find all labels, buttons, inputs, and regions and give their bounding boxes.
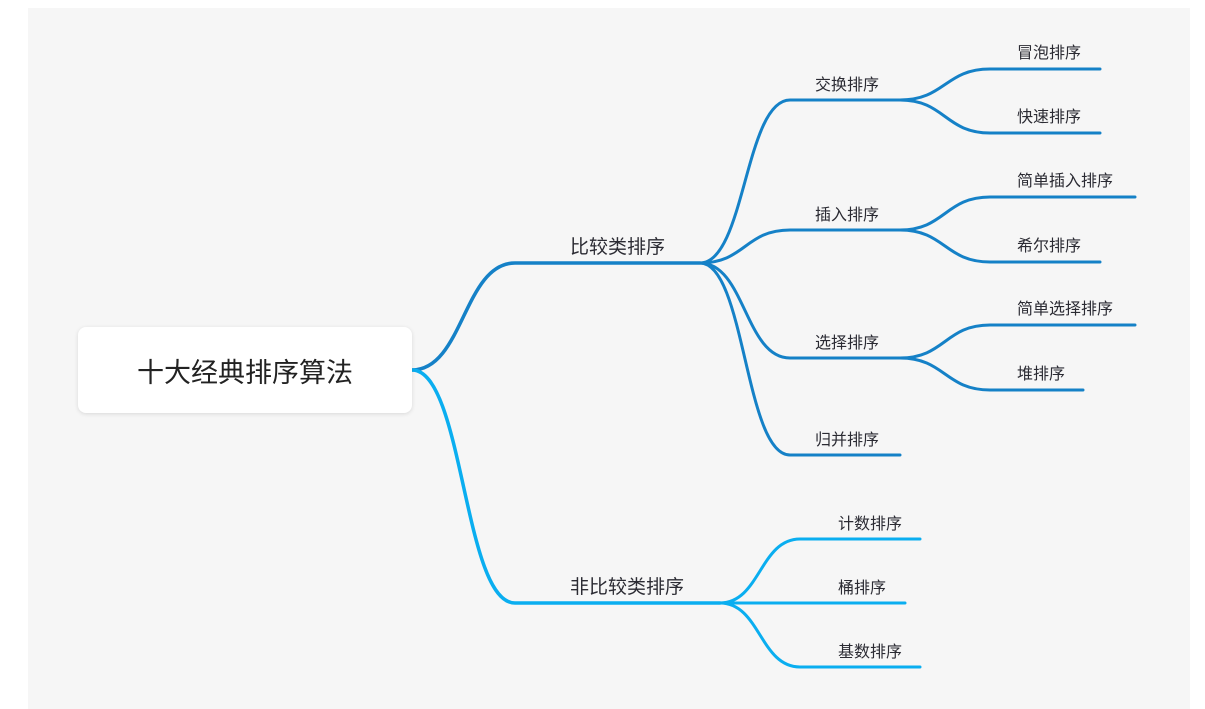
leaf-connector [898,356,1085,392]
subbranch-connector [698,228,902,265]
node-label[interactable]: 冒泡排序 [1017,43,1081,62]
subbranch-connector [718,601,922,669]
node-label[interactable]: 希尔排序 [1017,236,1081,255]
branch-connector [410,368,722,605]
subbranch-connector [698,98,902,265]
leaf-connector [898,67,1102,102]
subbranch-connector [718,537,922,605]
leaf-connector [898,98,1102,135]
leaf-connector [898,228,1102,264]
node-label[interactable]: 比较类排序 [570,236,665,258]
leaf-connector [898,195,1137,232]
node-label[interactable]: 归并排序 [815,430,879,449]
node-label[interactable]: 堆排序 [1017,364,1065,383]
subbranch-connector [698,261,902,360]
root-node[interactable]: 十大经典排序算法 [78,327,412,413]
branch-connector [410,261,702,372]
node-label[interactable]: 非比较类排序 [570,576,684,598]
node-label[interactable]: 快速排序 [1017,107,1081,126]
node-label[interactable]: 计数排序 [838,514,902,533]
node-label[interactable]: 交换排序 [815,75,879,94]
leaf-connector [898,323,1137,360]
node-label[interactable]: 桶排序 [838,578,886,597]
node-label[interactable]: 简单插入排序 [1017,171,1113,190]
node-label[interactable]: 插入排序 [815,205,879,224]
node-label[interactable]: 基数排序 [838,642,902,661]
root-label: 十大经典排序算法 [137,357,353,389]
node-label[interactable]: 简单选择排序 [1017,299,1113,318]
subbranch-connector [698,261,902,457]
node-label[interactable]: 选择排序 [815,333,879,352]
